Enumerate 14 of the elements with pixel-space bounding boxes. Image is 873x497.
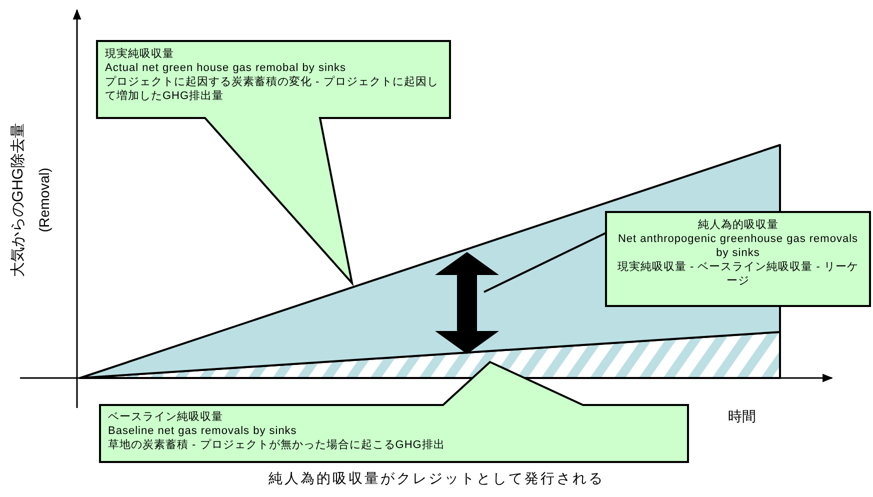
callout-text: Net anthropogenic greenhouse gas removals by sinks [616, 232, 860, 260]
callout-text: 草地の炭素蓄積 - プロジェクトが無かった場合に起こるGHG排出 [108, 438, 446, 452]
axis-label: 時間 [728, 408, 756, 426]
axis-label: 大気からのGHG除去量 [8, 122, 28, 278]
callout-text: Actual net green house gas remobal by sinks [105, 61, 348, 75]
axis-label: (Removal) [36, 168, 52, 232]
callout-title: 純人為的吸収量 [696, 218, 780, 232]
caption: 純人為的吸収量がクレジットとして発行される [268, 470, 606, 488]
callout-text: プロジェクトに起因する炭素蓄積の変化 - プロジェクトに起因して増加したGHG排出量 [105, 75, 440, 103]
callout-text: 現実純吸収量 - ベースライン純吸収量 - リーケージ [616, 260, 860, 288]
callout-title: ベースライン純吸収量 [108, 410, 224, 424]
callout-title: 現実純吸収量 [105, 47, 175, 61]
callout-text: Baseline net gas removals by sinks [108, 424, 298, 438]
leader-line [484, 232, 606, 293]
